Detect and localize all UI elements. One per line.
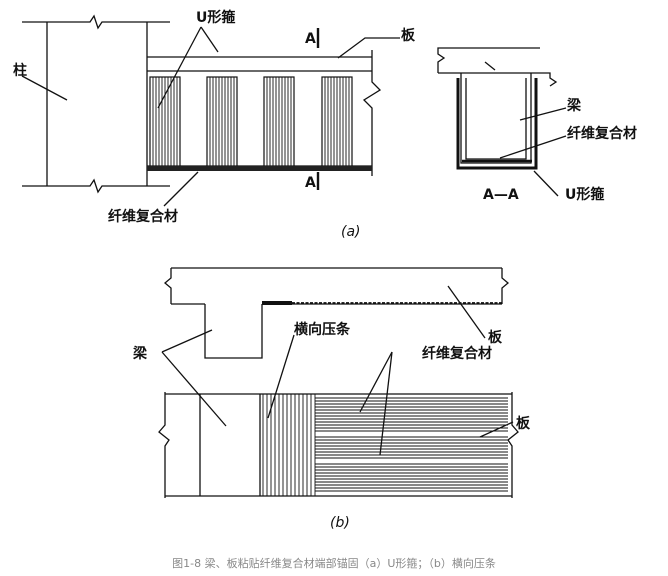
u-hoop-3 [263, 76, 295, 167]
transverse-strip-section [262, 301, 292, 305]
transverse-strip-plan [262, 394, 316, 496]
column-label: 柱 [13, 62, 27, 79]
u-hoop-4 [321, 76, 353, 167]
section-title: A—A [483, 187, 519, 203]
transverse-strip-label: 横向压条 [294, 321, 351, 338]
diagram-b-plan [158, 285, 519, 498]
u-hoop-section [456, 78, 538, 170]
diagram-a-elevation [21, 14, 400, 207]
column [22, 14, 170, 194]
u-hoop-label: U形箍 [196, 9, 235, 26]
caption-a: (a) [341, 224, 361, 240]
frp-label-a-elevation: 纤维复合材 [108, 208, 178, 225]
slab-label-b-bottom: 板 [516, 415, 531, 432]
u-hoop-label-section: U形箍 [565, 186, 604, 203]
slab-label-a: 板 [401, 27, 416, 44]
frp-bottom-strip [147, 166, 372, 171]
u-hoop-1 [149, 76, 181, 167]
frp-label-a-section: 纤维复合材 [567, 125, 637, 142]
section-mark-top: A [305, 31, 316, 47]
slab-label-b-top: 板 [488, 329, 503, 346]
beam-label-b: 梁 [132, 345, 148, 362]
diagram-b-section [163, 267, 510, 359]
u-hoop-2 [206, 76, 238, 167]
leader-lines-a-section [484, 61, 567, 197]
leader-lines-b [161, 285, 514, 456]
frp-strip-upper [315, 397, 508, 432]
diagram-a-section [437, 47, 567, 197]
frp-label-b: 纤维复合材 [422, 345, 492, 362]
caption-b: (b) [330, 515, 350, 531]
frp-strip-middle [315, 436, 508, 459]
figure-caption: 图1-8 梁、板粘贴纤维复合材端部锚固（a）U形箍；（b）横向压条 [172, 556, 496, 570]
beam-label-a: 梁 [566, 97, 582, 114]
section-mark-bottom: A [305, 175, 316, 191]
leader-lines-a [21, 26, 400, 207]
frp-strip-lower [315, 463, 508, 492]
